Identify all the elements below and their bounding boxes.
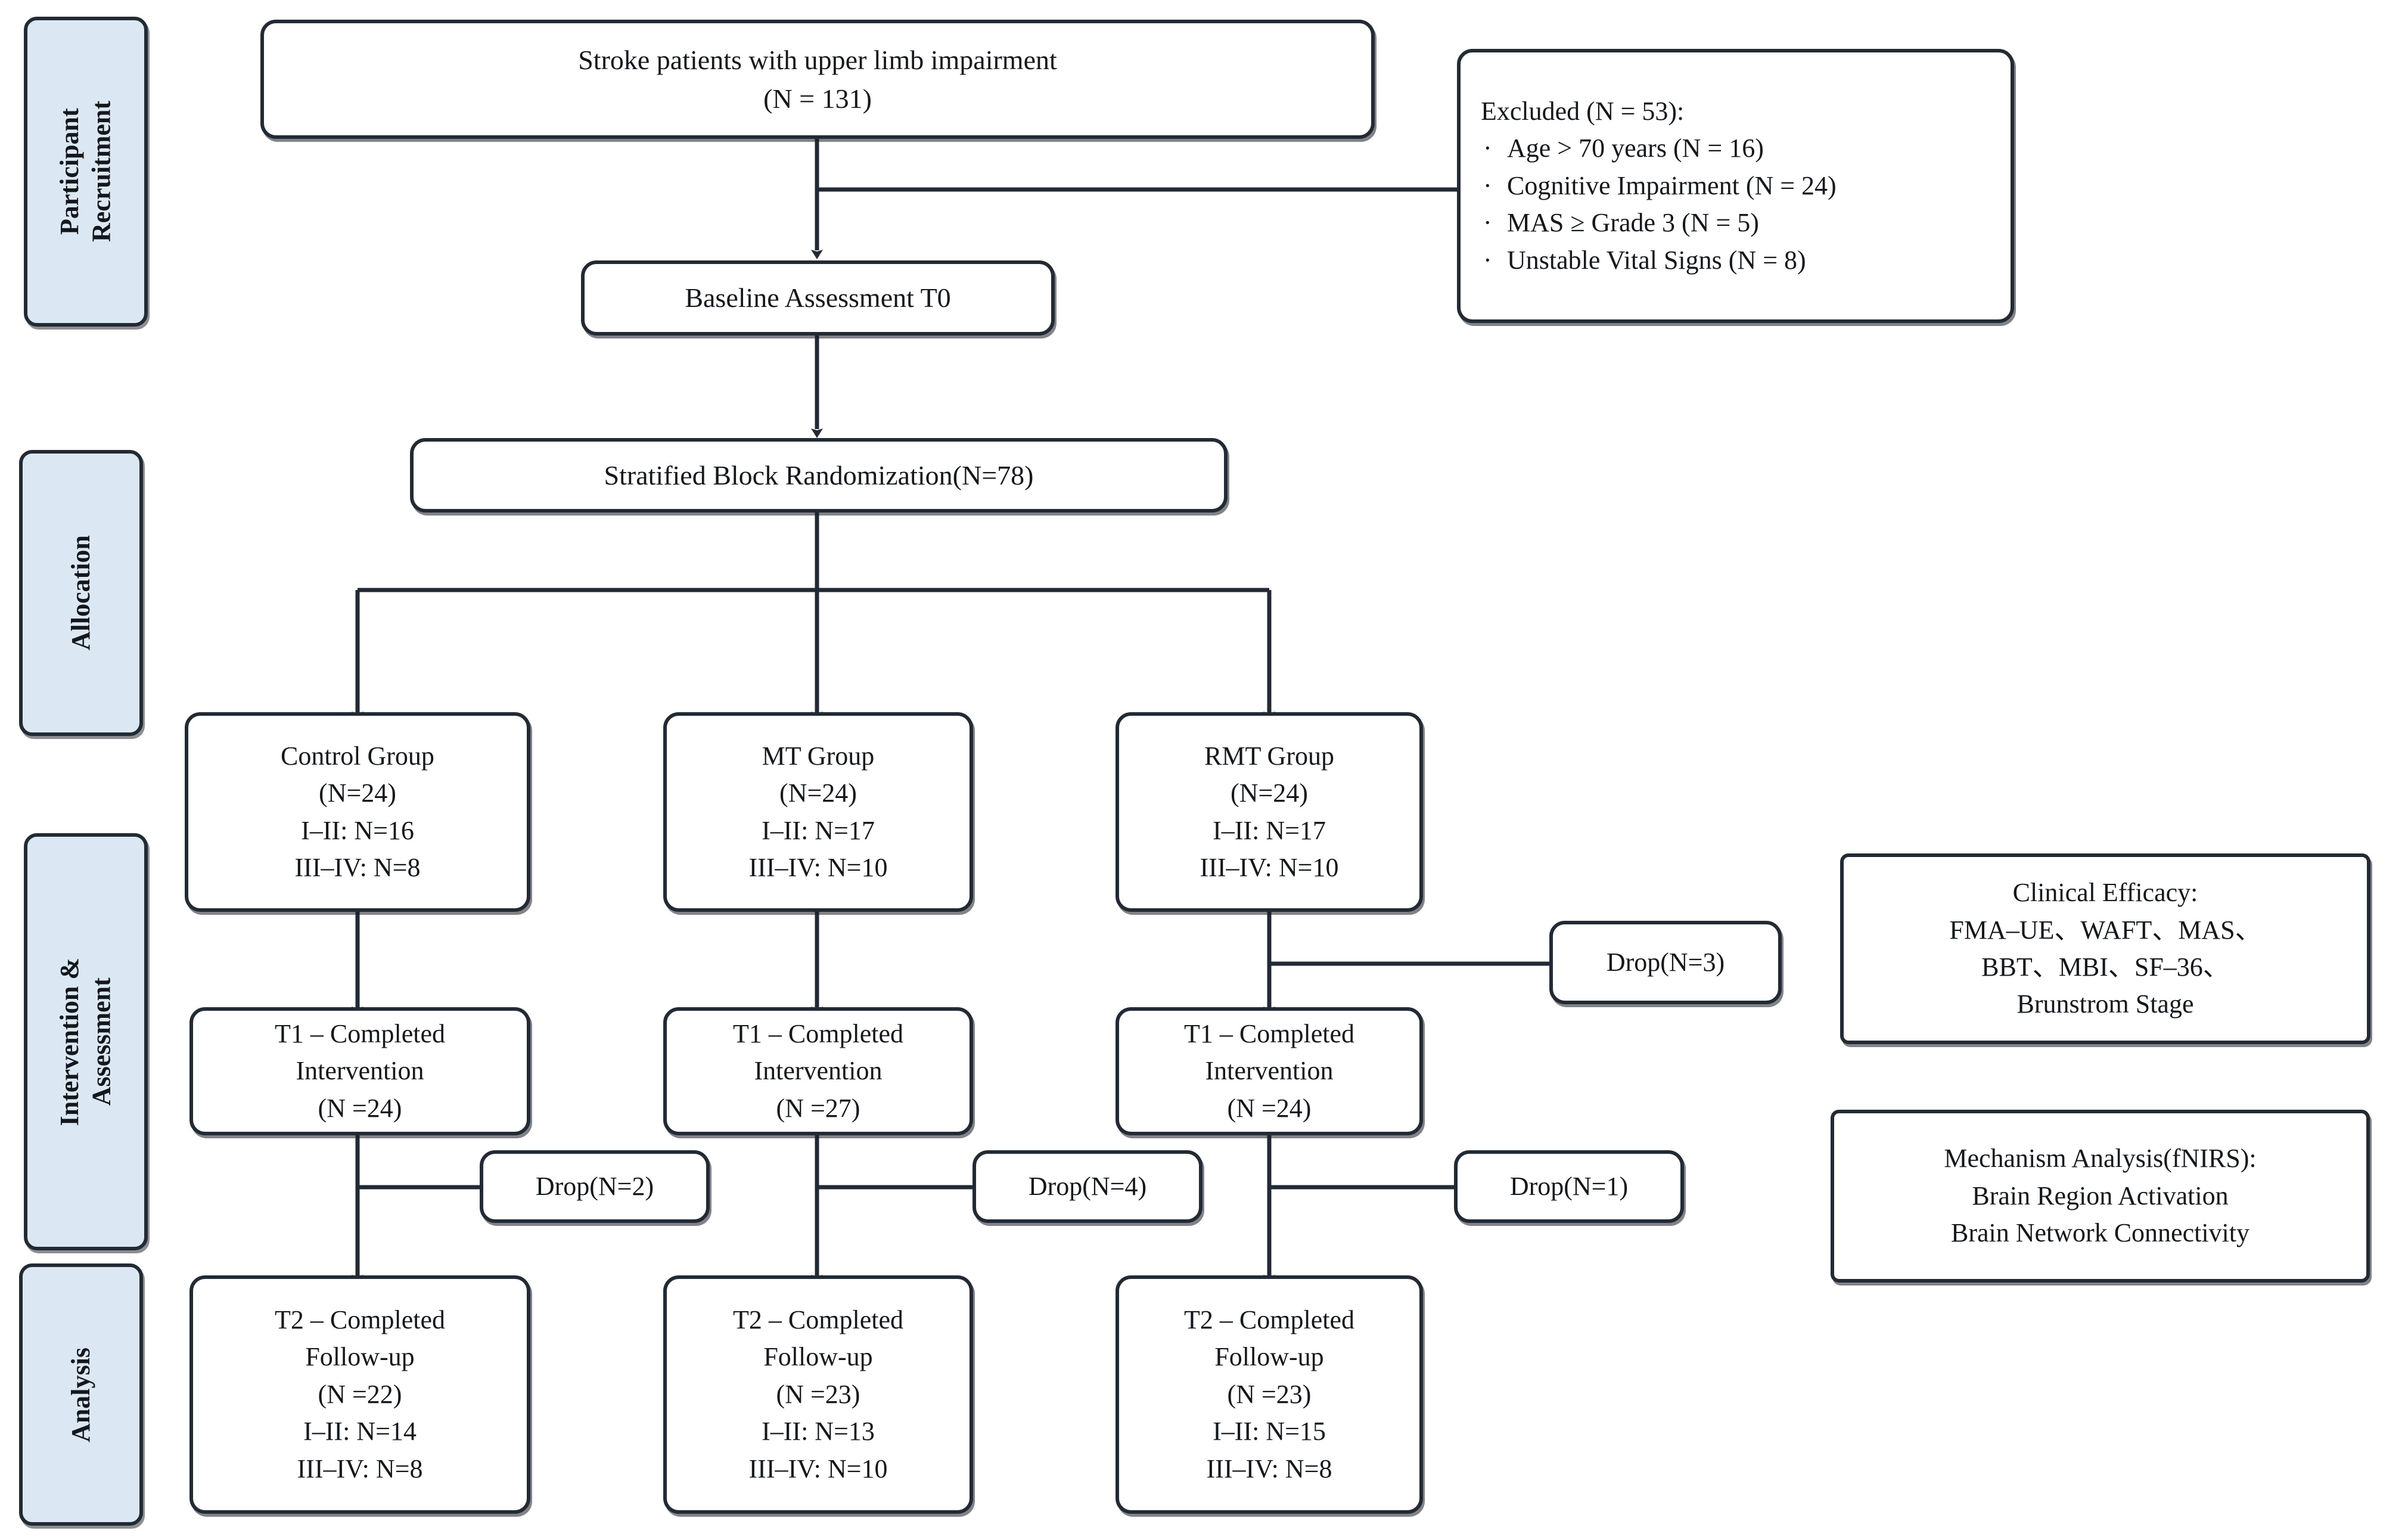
node-line: Stratified Block Randomization(N=78) [604,459,1034,490]
node-stratified-block-randomization: Stratified Block Randomization(N=78) [410,438,1228,513]
node-line: III–IV: N=10 [1200,852,1339,882]
node-line: Intervention [754,1056,883,1086]
node-line: Brain Region Activation [1972,1181,2229,1210]
node-line: Intervention [1205,1056,1334,1086]
node-line: Brunstrom Stage [2016,989,2194,1019]
node-line: I–II: N=14 [303,1417,417,1446]
phase-label-text: Analysis [66,1347,96,1442]
phase-label-intervention-assessment: Intervention & Assessment [24,833,148,1250]
phase-label-analysis: Analysis [19,1263,143,1526]
node-line: Follow-up [1214,1342,1324,1372]
node-line: Mechanism Analysis(fNIRS): [1944,1144,2257,1173]
node-line: (N =24) [318,1093,402,1123]
drop-label: Drop(N=1) [1509,1171,1629,1201]
node-line: I–II: N=16 [301,815,414,845]
excluded-item: ·Age > 70 years (N = 16) [1481,130,1764,167]
node-mechanism-analysis: Mechanism Analysis(fNIRS): Brain Region … [1831,1110,2370,1283]
node-line: Control Group [281,741,434,771]
excluded-item: ·MAS ≥ Grade 3 (N = 5) [1481,204,1759,241]
node-line: T2 – Completed [1184,1305,1354,1334]
node-baseline-assessment: Baseline Assessment T0 [581,260,1055,336]
excluded-header: Excluded (N = 53): [1481,96,1685,126]
node-line: (N =22) [318,1379,402,1409]
node-line: T2 – Completed [275,1305,445,1334]
node-t1-rmt: T1 – Completed Intervention (N =24) [1116,1007,1423,1135]
node-line: I–II: N=15 [1213,1417,1326,1446]
node-line: I–II: N=17 [762,815,875,845]
node-line: Follow-up [305,1342,415,1372]
node-clinical-efficacy: Clinical Efficacy: FMA–UE、WAFT、MAS、 BBT、… [1840,853,2370,1044]
node-allocation-control: Control Group (N=24) I–II: N=16 III–IV: … [185,712,530,912]
phase-label-allocation: Allocation [19,450,143,736]
node-line: III–IV: N=8 [1206,1454,1332,1483]
excluded-item: ·Unstable Vital Signs (N = 8) [1481,242,1806,279]
node-line: Follow-up [763,1342,873,1372]
node-drop-control: Drop(N=2) [480,1150,710,1223]
node-allocation-mt: MT Group (N=24) I–II: N=17 III–IV: N=10 [663,712,973,912]
node-line: Brain Network Connectivity [1950,1218,2249,1248]
node-allocation-rmt: RMT Group (N=24) I–II: N=17 III–IV: N=10 [1116,712,1423,912]
bullet-glyph: · [1483,170,1492,200]
bullet-glyph: · [1483,208,1492,238]
node-line: (N =24) [1227,1093,1312,1123]
node-line: FMA–UE、WAFT、MAS、 [1949,915,2261,945]
node-line: (N =23) [776,1379,860,1409]
node-line: T2 – Completed [733,1305,903,1334]
node-t2-mt: T2 – Completed Follow-up (N =23) I–II: N… [663,1275,973,1514]
drop-label: Drop(N=2) [535,1171,654,1201]
node-line: Stroke patients with upper limb impairme… [578,44,1057,75]
phase-label-text: Allocation [66,535,96,651]
node-line: Intervention [296,1056,424,1086]
node-line: (N=24) [1231,778,1308,808]
node-line: T1 – Completed [733,1019,903,1048]
node-drop-rmt: Drop(N=1) [1454,1150,1684,1223]
node-line: III–IV: N=8 [294,852,421,882]
node-line: (N =27) [776,1093,860,1123]
node-line: (N=24) [319,778,396,808]
node-line: BBT、MBI、SF–36、 [1981,952,2229,982]
node-t2-control: T2 – Completed Follow-up (N =22) I–II: N… [189,1275,530,1514]
node-line: (N = 131) [763,83,872,114]
node-line: RMT Group [1204,741,1334,771]
node-line: III–IV: N=10 [748,1454,888,1483]
bullet-glyph: · [1483,133,1492,163]
bullet-glyph: · [1483,245,1492,275]
node-excluded: Excluded (N = 53): ·Age > 70 years (N = … [1457,49,2014,323]
phase-label-participant-recruitment: Participant Recruitment [24,17,148,327]
node-drop-mt: Drop(N=4) [972,1150,1203,1223]
node-stroke-patients: Stroke patients with upper limb impairme… [260,20,1375,139]
node-t2-rmt: T2 – Completed Follow-up (N =23) I–II: N… [1116,1275,1423,1514]
node-line: T1 – Completed [1184,1019,1354,1048]
node-line: III–IV: N=10 [748,852,888,882]
node-line: III–IV: N=8 [297,1454,423,1483]
node-line: (N=24) [779,778,857,808]
node-drop-rmt-allocation: Drop(N=3) [1549,921,1782,1004]
node-line: Baseline Assessment T0 [685,282,951,313]
node-t1-mt: T1 – Completed Intervention (N =27) [663,1007,973,1135]
node-line: I–II: N=17 [1213,815,1326,845]
excluded-item: ·Cognitive Impairment (N = 24) [1481,167,1837,204]
node-t1-control: T1 – Completed Intervention (N =24) [189,1007,530,1135]
node-line: I–II: N=13 [762,1417,875,1446]
phase-label-text: Intervention & Assessment [55,957,116,1126]
node-line: T1 – Completed [275,1019,445,1048]
node-line: (N =23) [1227,1379,1312,1409]
drop-label: Drop(N=4) [1028,1171,1147,1201]
phase-label-text: Participant Recruitment [55,101,116,243]
node-line: Clinical Efficacy: [2012,878,2198,908]
node-line: MT Group [762,741,875,771]
drop-label: Drop(N=3) [1606,947,1725,977]
